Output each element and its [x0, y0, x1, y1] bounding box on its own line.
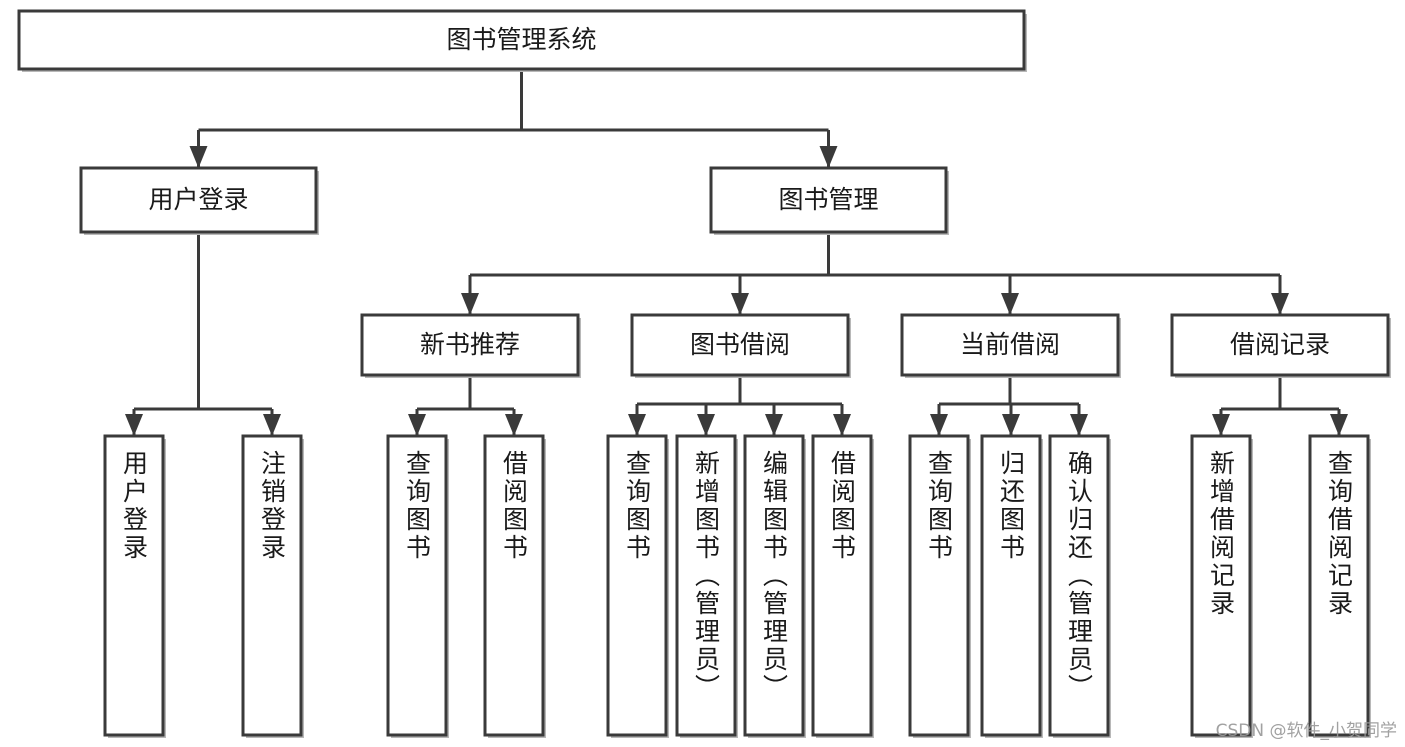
node-leaf-10[interactable] [1048, 434, 1111, 738]
arrow-head [505, 414, 523, 436]
arrow-head [628, 414, 646, 436]
arrow-head [731, 293, 749, 315]
node-leaf-9[interactable] [980, 434, 1043, 738]
node-box[interactable] [103, 434, 165, 737]
arrow-head [765, 414, 783, 436]
node-box[interactable] [483, 434, 545, 737]
node-leaf-6[interactable] [743, 434, 806, 738]
node-box[interactable] [630, 313, 850, 377]
arrow-head [697, 414, 715, 436]
edges-layer [125, 69, 1348, 436]
node-leaf-11[interactable] [1190, 434, 1253, 738]
edges-当前借阅-leaves-3 [930, 375, 1088, 436]
node-box[interactable] [606, 434, 668, 737]
arrow-head [1330, 414, 1348, 436]
node-level2-0-label: 用户登录 [148, 185, 248, 214]
node-leaf-1[interactable] [241, 434, 304, 738]
edges-借阅记录-leaves-4 [1212, 375, 1348, 436]
node-level3-0[interactable] [360, 313, 581, 378]
arrow-head [408, 414, 426, 436]
node-leaf-12[interactable] [1308, 434, 1371, 738]
node-leaf-0[interactable] [103, 434, 166, 738]
node-box[interactable] [811, 434, 873, 737]
node-level3-1-label: 图书借阅 [690, 330, 790, 359]
node-box[interactable] [386, 434, 448, 737]
node-level2-1-label: 图书管理 [778, 185, 878, 214]
arrow-head [833, 414, 851, 436]
edges-books-to-level3 [461, 232, 1289, 315]
boxes-layer [17, 9, 1391, 738]
edges-root-to-level2 [189, 69, 838, 168]
node-box[interactable] [980, 434, 1042, 737]
arrow-head [461, 293, 479, 315]
node-box[interactable] [360, 313, 580, 377]
node-box[interactable] [241, 434, 303, 737]
node-level2-1[interactable] [709, 166, 949, 235]
edges-用户登录-leaves-0 [125, 232, 281, 436]
node-root-system[interactable] [17, 9, 1027, 72]
node-level3-1[interactable] [630, 313, 851, 378]
node-leaf-8[interactable] [908, 434, 971, 738]
arrow-head [819, 146, 838, 168]
arrow-head [1070, 414, 1088, 436]
node-box[interactable] [79, 166, 318, 234]
node-box[interactable] [1170, 313, 1390, 377]
node-leaf-4[interactable] [606, 434, 669, 738]
arrow-head [1212, 414, 1230, 436]
node-box[interactable] [1048, 434, 1110, 737]
node-box[interactable] [900, 313, 1120, 377]
arrow-head [1001, 293, 1019, 315]
node-root-system-label: 图书管理系统 [446, 25, 596, 54]
node-box[interactable] [1190, 434, 1252, 737]
node-level3-0-label: 新书推荐 [420, 330, 520, 359]
node-level3-2[interactable] [900, 313, 1121, 378]
node-leaf-7[interactable] [811, 434, 874, 738]
arrow-head [930, 414, 948, 436]
node-leaf-5[interactable] [675, 434, 738, 738]
arrow-head [263, 414, 281, 436]
node-box[interactable] [908, 434, 970, 737]
node-box[interactable] [709, 166, 948, 234]
node-leaf-3[interactable] [483, 434, 546, 738]
node-level3-2-label: 当前借阅 [960, 330, 1060, 359]
node-box[interactable] [1308, 434, 1370, 737]
arrow-head [125, 414, 143, 436]
edges-图书借阅-leaves-2 [628, 375, 851, 436]
arrow-head [1002, 414, 1020, 436]
node-box[interactable] [743, 434, 805, 737]
arrow-head [189, 146, 208, 168]
node-level2-0[interactable] [79, 166, 319, 235]
edges-新书推荐-leaves-1 [408, 375, 523, 436]
node-box[interactable] [17, 9, 1026, 71]
node-level3-3-label: 借阅记录 [1230, 330, 1330, 359]
node-leaf-2[interactable] [386, 434, 449, 738]
node-box[interactable] [675, 434, 737, 737]
arrow-head [1271, 293, 1289, 315]
node-level3-3[interactable] [1170, 313, 1391, 378]
